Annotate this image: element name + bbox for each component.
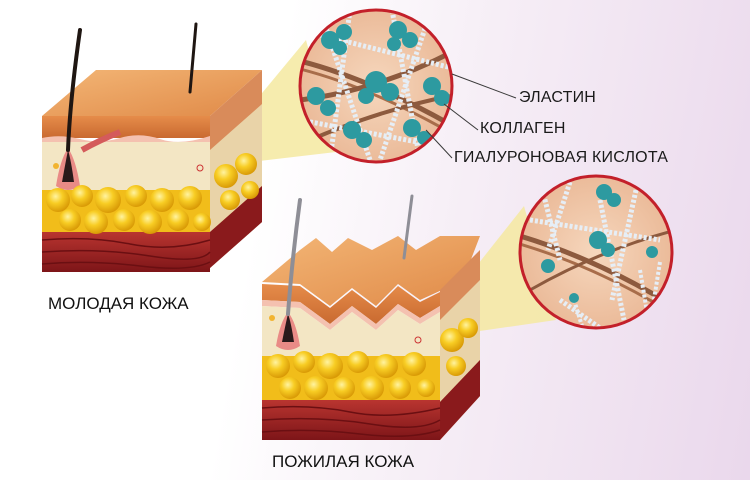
leader-elastin <box>451 73 517 99</box>
magnified-circle-old <box>518 174 674 330</box>
young-skin-block <box>41 22 262 272</box>
caption-old-skin: ПОЖИЛАЯ КОЖА <box>272 452 415 471</box>
label-collagen: КОЛЛАГЕН <box>480 120 566 137</box>
old-skin-block <box>261 194 480 440</box>
label-hyaluronic-acid: ГИАЛУРОНОВАЯ КИСЛОТА <box>454 149 669 166</box>
old-fat-cells <box>266 318 478 400</box>
caption-young-skin: МОЛОДАЯ КОЖА <box>48 294 189 313</box>
magnified-circle-young <box>298 8 454 164</box>
leader-hyaluronic <box>425 129 453 159</box>
leader-collagen <box>443 103 479 131</box>
young-fat-cells <box>46 153 259 234</box>
label-elastin: ЭЛАСТИН <box>519 89 597 106</box>
